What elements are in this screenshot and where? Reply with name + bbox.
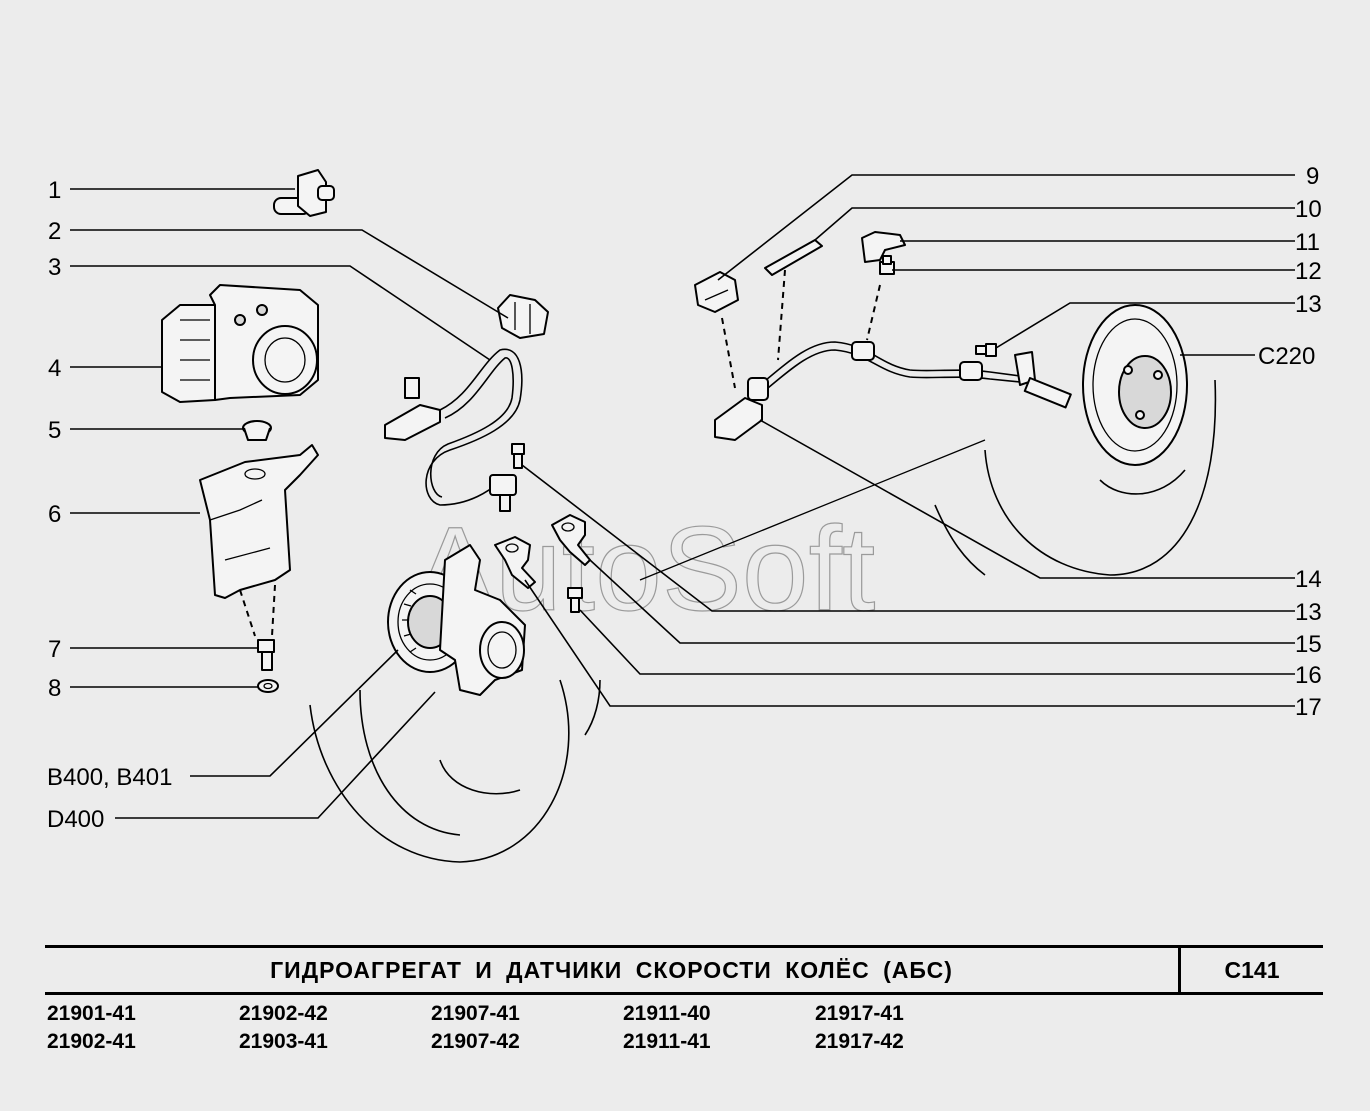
part-12-bolt[interactable]: [879, 255, 895, 275]
label-7: 7: [48, 636, 61, 663]
arrow-10: [777, 269, 786, 361]
title-block: ГИДРОАГРЕГАТ И ДАТЧИКИ СКОРОСТИ КОЛЁС (А…: [45, 945, 1323, 995]
c220-tone-ring[interactable]: [1082, 304, 1188, 466]
arrow-6-7b: [271, 584, 276, 637]
label-4: 4: [48, 355, 61, 382]
part-14-rear-sensor[interactable]: [714, 341, 1021, 441]
rear-wheel-outline: [934, 379, 1217, 576]
model-code: 21903-41: [239, 1030, 328, 1053]
model-code: 21901-41: [47, 1002, 136, 1025]
label-c220: C220: [1258, 343, 1315, 370]
leader-lines: [70, 174, 1295, 819]
label-9: 9: [1306, 163, 1319, 190]
front-wheel-outline: [309, 679, 601, 863]
front-hub-knuckle[interactable]: [387, 544, 526, 696]
label-8: 8: [48, 675, 61, 702]
label-11: 11: [1295, 229, 1320, 256]
label-d400: D400: [47, 806, 104, 833]
title-separator: [1178, 948, 1181, 992]
label-3: 3: [48, 254, 61, 281]
model-code: 21907-41: [431, 1002, 520, 1025]
part-15-bracket[interactable]: [551, 514, 591, 566]
part-10-cable-tie[interactable]: [764, 239, 823, 276]
part-13-bolt-rear[interactable]: [975, 343, 997, 357]
part-11-bracket[interactable]: [861, 231, 906, 263]
label-10: 10: [1295, 196, 1322, 223]
part-2-holder[interactable]: [497, 294, 549, 339]
label-6: 6: [48, 501, 61, 528]
arrow-9: [721, 317, 736, 389]
part-13-bolt-front[interactable]: [511, 443, 525, 469]
part-4-abs-unit[interactable]: [161, 284, 319, 403]
page-code: C141: [1224, 956, 1280, 983]
part-17-bracket[interactable]: [494, 536, 536, 589]
label-13-bottom: 13: [1295, 599, 1322, 626]
label-17: 17: [1295, 694, 1322, 721]
label-1: 1: [48, 177, 61, 204]
model-code: 21902-41: [47, 1030, 136, 1053]
arrow-6-7a: [239, 589, 256, 637]
label-14: 14: [1295, 566, 1322, 593]
part-8-washer[interactable]: [257, 679, 279, 693]
part-16-bolt[interactable]: [567, 587, 583, 613]
label-12: 12: [1295, 258, 1322, 285]
arrow-12: [866, 284, 881, 341]
part-6-bracket[interactable]: [199, 444, 319, 599]
rear-sensor-head[interactable]: [1014, 351, 1072, 409]
part-1-clip[interactable]: [273, 169, 335, 217]
page-title: ГИДРОАГРЕГАТ И ДАТЧИКИ СКОРОСТИ КОЛЁС (А…: [270, 956, 953, 983]
model-code: 21907-42: [431, 1030, 520, 1053]
part-3-front-sensor[interactable]: [384, 348, 523, 512]
label-2: 2: [48, 218, 61, 245]
model-code: 21917-42: [815, 1030, 904, 1053]
model-code: 21917-41: [815, 1002, 904, 1025]
label-13-top: 13: [1295, 291, 1322, 318]
label-b400: B400, B401: [47, 764, 172, 791]
parts-diagram: AutoSoft: [47, 163, 1322, 863]
label-16: 16: [1295, 662, 1322, 689]
part-5-bush[interactable]: [242, 420, 272, 441]
model-code: 21902-42: [239, 1002, 328, 1025]
label-15: 15: [1295, 631, 1322, 658]
part-9-clip[interactable]: [694, 271, 739, 313]
model-code: 21911-41: [623, 1030, 711, 1053]
model-list: 21901-41 21902-42 21907-41 21911-40 2191…: [47, 1002, 1007, 1054]
part-7-bolt[interactable]: [257, 639, 275, 671]
model-code: 21911-40: [623, 1002, 711, 1025]
label-5: 5: [48, 417, 61, 444]
